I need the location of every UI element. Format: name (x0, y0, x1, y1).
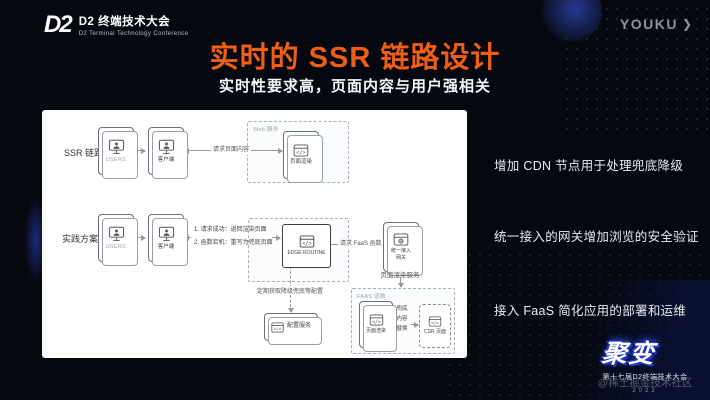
faas-render-node: </> 页面渲染 (359, 301, 397, 352)
arrow-cases-right (272, 234, 281, 241)
node-label: 页面渲染 (365, 328, 386, 335)
d2-logo-mark: D2 (44, 11, 73, 38)
row2-label: 实践方案 (62, 234, 99, 244)
node-label: USERS (105, 243, 127, 250)
svg-text:</>: </> (274, 326, 282, 332)
client-node-row1: 客户端 (148, 127, 188, 179)
row1-label: SSR 链路 (64, 148, 104, 158)
fusion-event-logo: 聚变 (600, 340, 658, 368)
code-window-icon: </> (428, 316, 442, 327)
render-service-label: 页面渲染服务 (380, 272, 420, 279)
case-1: 1. 请求成功：返回渲染页面 (194, 227, 267, 233)
svg-text:</>: </> (302, 241, 311, 247)
youku-logo: YOUKU ❯ (620, 16, 692, 32)
monitor-user-icon (158, 226, 175, 242)
node-label: 客户端 (157, 156, 175, 163)
code-window-icon: </> (299, 235, 315, 248)
event-year: 2022 (632, 388, 658, 394)
fallback-label: 兜底 内容 替换 (396, 306, 408, 332)
svg-text:</>: </> (431, 321, 439, 327)
node-label: USERS (105, 156, 127, 163)
config-service-node: </> 配置服务 (264, 313, 322, 345)
case-2: 2. 函数宕机：重写为兜底页面 (194, 239, 273, 246)
node-label: CSR 页面 (424, 329, 446, 336)
d2-conference-logo: D2 D2 终端技术大会 D2 Terminal Technology Conf… (44, 11, 189, 38)
youku-arrow-icon: ❯ (681, 17, 692, 31)
diagram-panel: SSR 链路 USERS (42, 110, 467, 358)
page-subtitle: 实时性要求高，页面内容与用户强相关 (218, 78, 491, 95)
csr-page-node: </> CSR 页面 (419, 304, 451, 348)
gateway-icon (393, 233, 409, 246)
arrow-users-client-row2 (135, 234, 146, 241)
youku-wordmark: YOUKU (619, 16, 678, 32)
node-label: EDGE ROUTINE (287, 250, 326, 257)
users-node-row2: USERS (98, 214, 138, 266)
code-window-icon: </> (369, 314, 384, 326)
node-label: 统一接入 网关 (390, 248, 411, 261)
request-page-label: 请求页面内容 (211, 147, 252, 155)
event-name: 第十七届D2终端技术大会 (602, 374, 688, 381)
code-window-icon: </> (293, 144, 309, 157)
watermark: @稀土掘金技术社区 (597, 377, 693, 389)
client-node-row2: 客户端 (148, 214, 188, 266)
case-list: 1. 请求成功：返回渲染页面 2. 函数宕机：重写为兜底页面 (194, 224, 273, 249)
arrow-request-page: 请求页面内容 (184, 147, 283, 155)
corner-shade (490, 280, 710, 400)
node-label: 页面渲染 (289, 159, 312, 166)
monitor-user-icon (158, 139, 175, 155)
page-render-node-row1: </> 页面渲染 (283, 131, 323, 183)
gateway-node: 统一接入 网关 (383, 222, 423, 276)
svg-text:</>: </> (296, 150, 305, 156)
arrow-fallback (411, 321, 419, 328)
bullet-point-1: 增加 CDN 节点用于处理兜底降级 (494, 159, 684, 173)
config-window-icon: </> (271, 321, 284, 333)
users-node-row1: USERS (98, 127, 138, 179)
svg-text:</>: </> (372, 320, 381, 326)
d2-logo-title: D2 终端技术大会 (78, 16, 171, 28)
monitor-user-icon (108, 139, 125, 155)
d2-logo-subtitle: D2 Terminal Technology Conference (78, 31, 189, 37)
faas-group-label: FAAS 函数 (357, 294, 386, 300)
node-label: 客户端 (157, 243, 175, 250)
bullet-point-2: 统一接入的网关增加浏览的安全验证 (494, 230, 699, 244)
faas-request-label: 请求 FaaS 函数 (338, 241, 384, 249)
node-label: 配置服务 (286, 323, 311, 330)
edge-routine-node: </> EDGE ROUTINE (282, 224, 331, 268)
arrow-users-client-row1 (135, 147, 146, 154)
arrow-faas-request: 请求 FaaS 函数 (331, 241, 384, 249)
web-service-group-label: Web 服务 (253, 127, 279, 133)
config-fetch-label: 定期获取降级兜底等配置 (238, 286, 342, 295)
arrow-gateway-faas (397, 277, 404, 288)
monitor-user-icon (108, 226, 125, 242)
bullet-point-3: 接入 FaaS 简化应用的部署和运维 (494, 304, 687, 318)
page-title: 实时的 SSR 链路设计 (209, 42, 501, 74)
